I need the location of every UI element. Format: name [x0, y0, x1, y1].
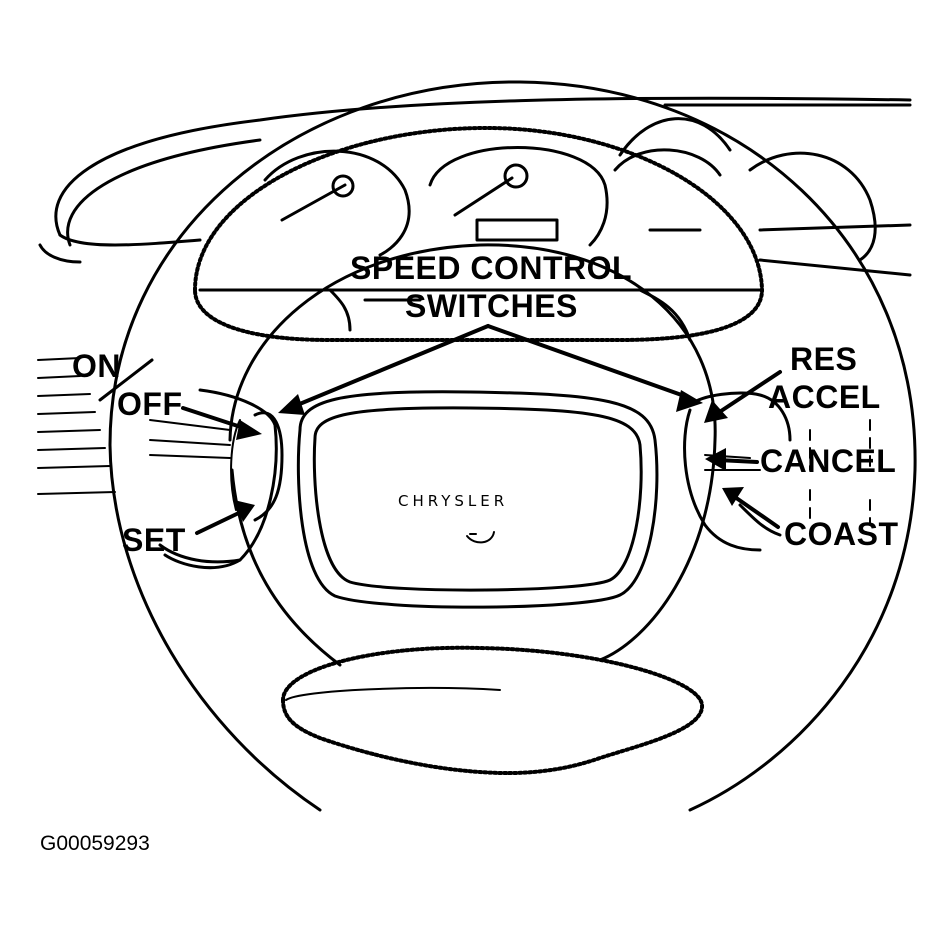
right-switch-pod	[683, 391, 871, 552]
label-off: OFF	[117, 386, 183, 422]
wheel-rim	[108, 80, 917, 812]
label-res: RES	[790, 341, 858, 377]
label-on: ON	[72, 348, 121, 384]
chrysler-logo-text: CHRYSLER	[398, 492, 509, 510]
on-off-separator	[98, 358, 154, 402]
title-line-1: SPEED CONTROL	[350, 250, 633, 286]
title-line-2: SWITCHES	[405, 288, 578, 324]
label-coast: COAST	[784, 516, 899, 552]
label-set: SET	[122, 522, 186, 558]
dashboard-outline	[38, 96, 912, 277]
arrow-heads	[234, 390, 744, 522]
label-cancel: CANCEL	[760, 443, 897, 479]
instrument-cluster	[193, 125, 764, 342]
figure-id: G00059293	[40, 832, 150, 855]
horn-pad	[296, 390, 659, 609]
lower-spoke-pad	[281, 645, 704, 776]
leader-lines	[181, 324, 782, 535]
left-dash-vents	[37, 357, 231, 495]
label-accel: ACCEL	[768, 379, 881, 415]
